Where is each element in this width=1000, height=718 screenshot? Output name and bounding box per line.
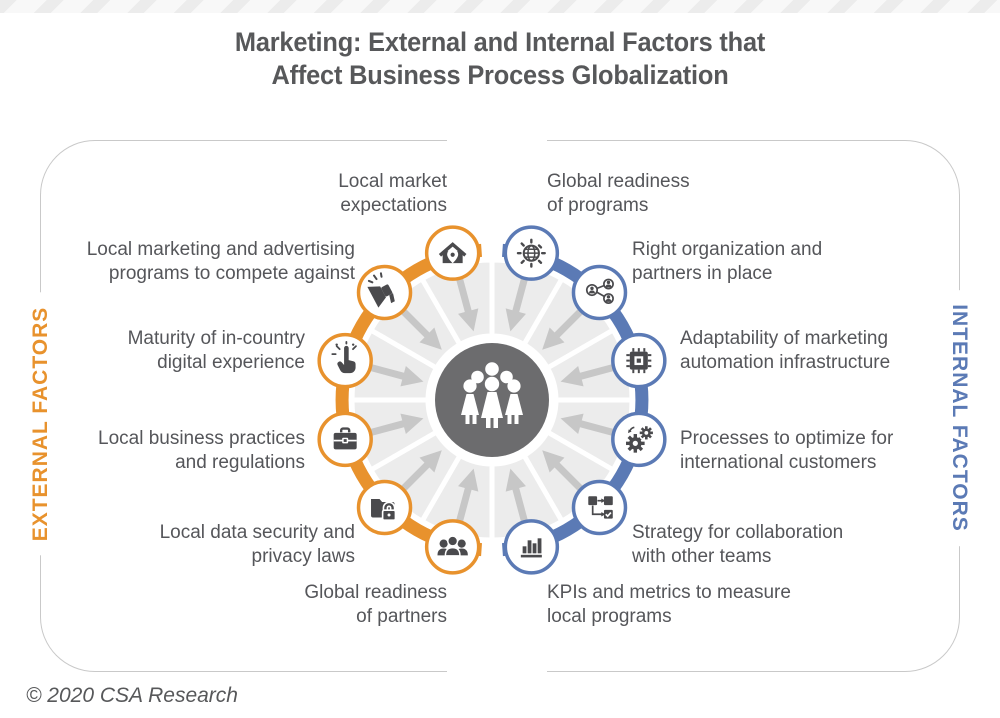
node-org-network-icon (571, 264, 628, 321)
page-title-line1: Marketing: External and Internal Factors… (234, 27, 766, 57)
inward-arrow-icon (400, 308, 442, 350)
inward-arrow-icon (542, 450, 584, 492)
inward-arrow-icon (369, 413, 424, 436)
external-factor-label-3: Maturity of in-country digital experienc… (127, 328, 305, 373)
node-briefcase-icon (317, 411, 373, 468)
copyright-text: © 2020 CSA Research (26, 684, 238, 707)
external-factors-side-label: EXTERNAL FACTORS (26, 292, 56, 556)
flowchart-icon (588, 496, 613, 519)
node-house-pin-icon (424, 225, 481, 281)
page-title-line2: Affect Business Process Globalization (271, 60, 729, 90)
inward-arrow-icon (560, 364, 615, 387)
inward-arrow-icon (560, 413, 615, 436)
node-people-group-icon (424, 519, 481, 575)
click-hand-icon (331, 340, 357, 374)
internal-factor-label-1: Global readiness of programs (547, 171, 690, 216)
external-factor-label-2: Local marketing and advertising programs… (86, 239, 355, 284)
inward-arrow-icon (400, 450, 442, 492)
internal-factor-label-2: Right organization and partners in place (632, 239, 823, 284)
internal-factor-label-4: Processes to optimize for international … (680, 428, 894, 473)
briefcase-icon (333, 427, 357, 450)
inward-arrow-icon (456, 277, 479, 332)
internal-factor-label-3: Adaptability of marketing automation inf… (680, 328, 891, 373)
external-factor-label-6: Global readiness of partners (304, 582, 447, 627)
megaphone-icon (367, 272, 395, 308)
inward-arrow-icon (456, 468, 479, 523)
external-factor-label-1: Local market expectations (338, 171, 447, 216)
org-network-icon (585, 278, 614, 304)
node-click-hand-icon (317, 332, 373, 389)
internal-ring-arc (501, 243, 649, 557)
globe-rays-icon (516, 238, 546, 268)
wheel-segments (349, 257, 635, 543)
inward-arrow-icon (369, 364, 424, 387)
node-chip-icon (611, 332, 667, 389)
node-megaphone-icon (356, 264, 413, 321)
node-globe-rays-icon (503, 225, 560, 281)
internal-factor-label-5: Strategy for collaboration with other te… (632, 522, 844, 567)
node-bar-chart-icon (503, 519, 560, 575)
inward-arrow-icon (542, 308, 584, 350)
internal-factors-side-label: INTERNAL FACTORS (944, 290, 974, 546)
internal-factor-label-6: KPIs and metrics to measure local progra… (547, 582, 791, 627)
people-community-icon (461, 362, 523, 428)
page-title: Marketing: External and Internal Factors… (30, 26, 970, 92)
house-pin-icon (438, 242, 467, 264)
external-factor-label-4: Local business practices and regulations (98, 428, 305, 473)
factors-wheel-diagram (317, 225, 667, 575)
people-group-icon (437, 535, 468, 557)
node-flowchart-icon (571, 479, 628, 536)
external-ring-arc (335, 243, 483, 557)
chip-icon (626, 348, 652, 374)
node-folder-lock-icon (356, 479, 413, 536)
inward-arrow-icon (505, 277, 528, 332)
external-factor-label-5: Local data security and privacy laws (159, 522, 355, 567)
striped-top-band (0, 0, 1000, 13)
bar-chart-icon (520, 538, 542, 558)
inward-arrow-icon (505, 468, 528, 523)
folder-lock-icon (371, 498, 397, 521)
gears-icon (626, 424, 655, 453)
node-gears-icon (611, 411, 667, 468)
